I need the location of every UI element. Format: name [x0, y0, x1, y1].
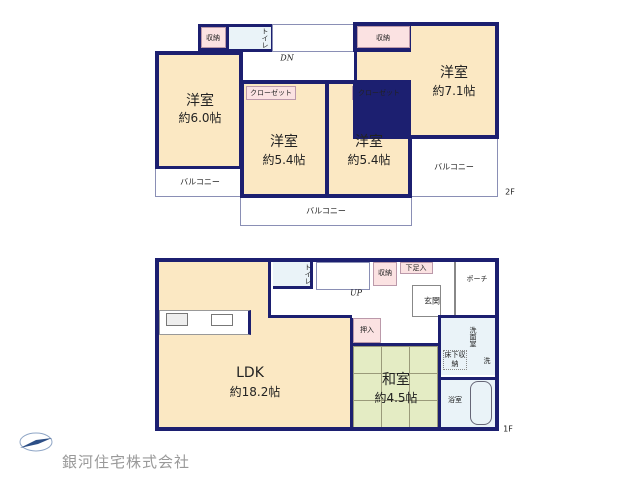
hallway-2f [244, 52, 354, 80]
washitsu [353, 346, 438, 427]
room-6-0 [159, 55, 239, 166]
porch [454, 262, 495, 317]
sink-icon [211, 314, 233, 326]
ldk [159, 262, 270, 427]
company-logo: 銀河住宅株式会社 [62, 453, 191, 471]
room-5-4-a [244, 84, 325, 194]
storage-2f-right [357, 26, 410, 48]
compass-icon [14, 428, 54, 456]
oshiire [353, 318, 381, 343]
balcony-bottom [240, 196, 412, 226]
stove-icon [166, 313, 188, 326]
genkan [412, 285, 441, 317]
stairs-2f [272, 24, 356, 52]
bathtub-icon [470, 381, 492, 425]
shoe-storage [400, 262, 433, 274]
toilet-1f [273, 262, 313, 289]
senmen-room [441, 318, 495, 375]
storage-1f [373, 262, 397, 286]
storage-2f-left [201, 27, 226, 48]
toilet-2f [229, 27, 271, 49]
room-7-1 [411, 26, 495, 135]
stairs-1f [316, 262, 370, 290]
closet-a [246, 86, 296, 100]
